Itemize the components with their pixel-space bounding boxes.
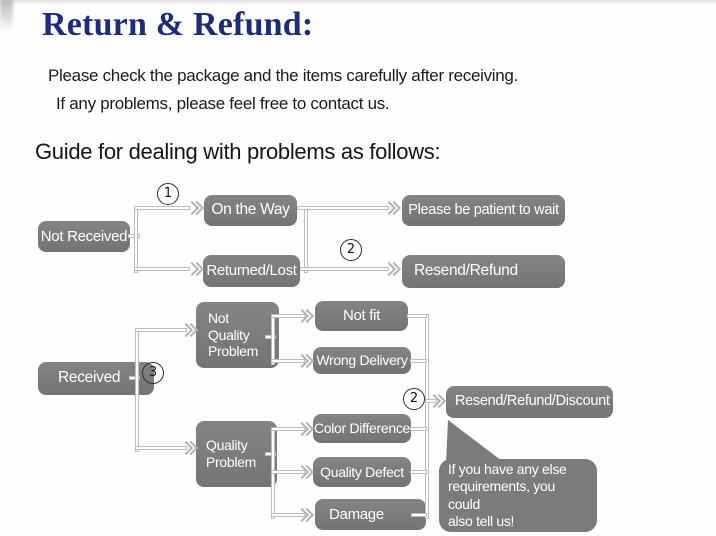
node-returned-lost: Returned/Lost bbox=[203, 255, 300, 287]
callout-tail bbox=[446, 420, 502, 464]
arrowhead-icon bbox=[299, 422, 314, 436]
step-marker-1-icon: 1 bbox=[157, 183, 179, 205]
arrowhead-icon bbox=[386, 262, 401, 276]
connector-line bbox=[407, 314, 427, 318]
node-not-received: Not Received bbox=[38, 221, 130, 252]
connector-line bbox=[271, 314, 275, 365]
arrowhead-icon bbox=[183, 441, 198, 455]
guide-heading: Guide for dealing with problems as follo… bbox=[35, 139, 441, 164]
connector-line bbox=[297, 206, 389, 210]
node-on-the-way: On the Way bbox=[204, 195, 297, 226]
connector-line bbox=[134, 206, 138, 273]
node-not-fit: Not fit bbox=[315, 301, 408, 331]
intro-line-2: If any problems, please feel free to con… bbox=[56, 94, 390, 113]
page-title: Return & Refund: bbox=[42, 6, 314, 43]
arrowhead-icon bbox=[299, 465, 314, 479]
intro-line-1: Please check the package and the items c… bbox=[48, 66, 518, 85]
step-marker-2-icon: 2 bbox=[340, 239, 362, 261]
node-quality-problem: Quality Problem bbox=[196, 421, 277, 487]
step-marker-3-icon: 3 bbox=[142, 362, 164, 384]
arrowhead-icon bbox=[299, 354, 314, 368]
connector-line bbox=[300, 267, 389, 271]
node-color-difference: Color Difference bbox=[313, 414, 411, 443]
arrowhead-icon bbox=[431, 394, 446, 408]
connector-line bbox=[410, 427, 427, 431]
arrowhead-icon bbox=[299, 508, 314, 522]
connector-line bbox=[411, 513, 427, 517]
node-resend-refund: Resend/Refund bbox=[402, 255, 565, 288]
connector-line bbox=[134, 206, 190, 210]
node-quality-defect: Quality Defect bbox=[313, 457, 411, 487]
node-damage: Damage bbox=[315, 499, 426, 530]
step-marker-2-icon: 2 bbox=[403, 388, 425, 410]
connector-line bbox=[265, 452, 276, 456]
photo-artifact-top bbox=[0, 0, 716, 5]
arrowhead-icon bbox=[299, 309, 314, 323]
arrowhead-icon bbox=[189, 262, 204, 276]
photo-artifact-corner bbox=[0, 0, 13, 32]
arrowhead-icon bbox=[183, 323, 198, 337]
node-wrong-delivery: Wrong Delivery bbox=[313, 347, 411, 374]
connector-line bbox=[410, 470, 427, 474]
arrowhead-icon bbox=[189, 201, 204, 215]
callout-bubble: If you have any else requirements, you c… bbox=[439, 459, 597, 532]
connector-line bbox=[425, 314, 429, 519]
connector-line bbox=[304, 206, 308, 273]
node-resend-refund-discount: Resend/Refund/Discount bbox=[446, 386, 613, 418]
node-please-be-patient: Please be patient to wait bbox=[402, 195, 565, 226]
connector-line bbox=[265, 335, 276, 339]
connector-line bbox=[135, 328, 139, 452]
connector-line bbox=[410, 359, 427, 363]
connector-line bbox=[134, 267, 190, 271]
arrowhead-icon bbox=[386, 201, 401, 215]
connector-line bbox=[129, 376, 140, 380]
